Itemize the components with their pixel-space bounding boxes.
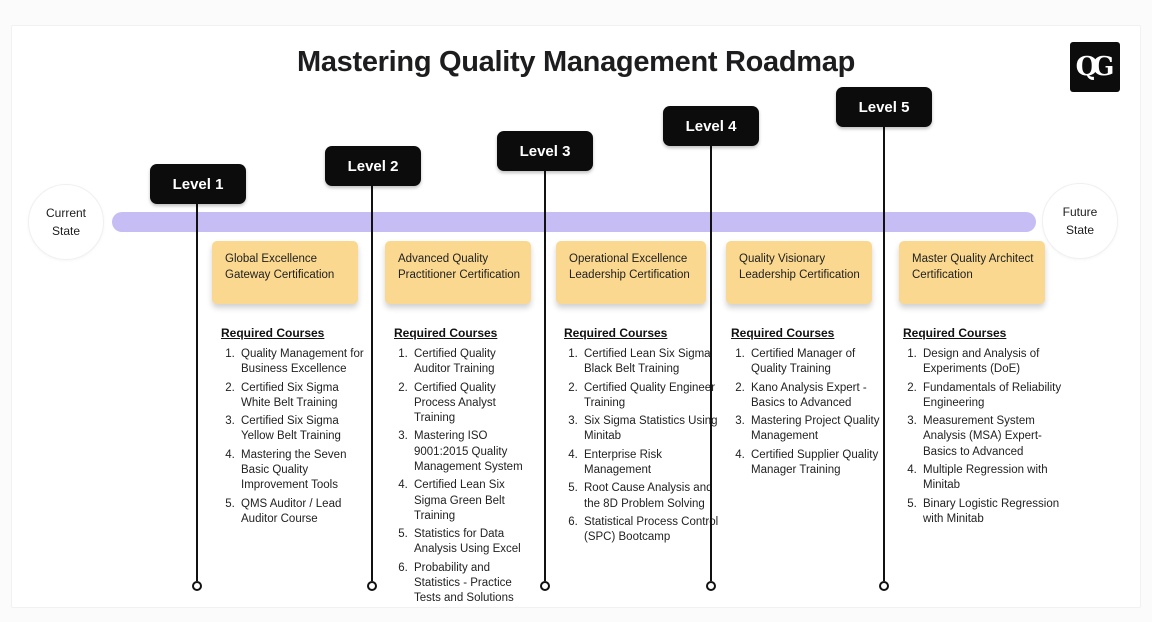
level-5-endcap-circle <box>879 581 889 591</box>
course-item: Certified Lean Six Sigma Green Belt Trai… <box>411 478 526 524</box>
course-item: Certified Six Sigma Yellow Belt Training <box>238 414 367 445</box>
qg-logo-text: QG <box>1075 52 1115 82</box>
level-4-required-courses-heading: Required Courses <box>731 326 835 340</box>
course-item: Mastering the Seven Basic Quality Improv… <box>238 448 367 494</box>
course-item: Six Sigma Statistics Using Minitab <box>581 414 730 445</box>
level-3-endcap-circle <box>540 581 550 591</box>
course-item: Certified Quality Engineer Training <box>581 381 730 412</box>
course-item: Certified Supplier Quality Manager Train… <box>748 448 889 479</box>
level-1-course-list: Quality Management for Business Excellen… <box>221 347 367 527</box>
level-3-badge: Level 3 <box>497 131 593 171</box>
level-5-certification-box: Master Quality Architect Certification <box>899 241 1045 304</box>
course-item: Certified Quality Process Analyst Traini… <box>411 381 526 427</box>
course-item: QMS Auditor / Lead Auditor Course <box>238 497 367 528</box>
course-item: Probability and Statistics - Practice Te… <box>411 561 526 607</box>
level-1-required-courses-heading: Required Courses <box>221 326 325 340</box>
level-3-certification-box: Operational Excellence Leadership Certif… <box>556 241 706 304</box>
level-5-course-list: Design and Analysis of Experiments (DoE)… <box>903 347 1065 527</box>
level-2-badge: Level 2 <box>325 146 421 186</box>
level-5-required-courses-heading: Required Courses <box>903 326 1007 340</box>
course-item: Binary Logistic Regression with Minitab <box>920 497 1065 528</box>
level-4-badge: Level 4 <box>663 106 759 146</box>
course-item: Root Cause Analysis and the 8D Problem S… <box>581 481 730 512</box>
level-2-course-list: Certified Quality Auditor Training Certi… <box>394 347 526 607</box>
level-4-certification-box: Quality Visionary Leadership Certificati… <box>726 241 872 304</box>
course-item: Enterprise Risk Management <box>581 448 730 479</box>
level-3-connector-line <box>544 171 546 581</box>
level-1-certification-box: Global Excellence Gateway Certification <box>212 241 358 304</box>
course-item: Certified Manager of Quality Training <box>748 347 889 378</box>
course-item: Certified Six Sigma White Belt Training <box>238 381 367 412</box>
course-item: Certified Lean Six Sigma Black Belt Trai… <box>581 347 730 378</box>
level-5-connector-line <box>883 127 885 581</box>
roadmap-card <box>11 25 1141 608</box>
page-title: Mastering Quality Management Roadmap <box>296 46 856 78</box>
course-item: Fundamentals of Reliability Engineering <box>920 381 1065 412</box>
course-item: Kano Analysis Expert - Basics to Advance… <box>748 381 889 412</box>
level-1-course-block: Required Courses Quality Management for … <box>221 326 367 530</box>
course-item: Statistical Process Control (SPC) Bootca… <box>581 515 730 546</box>
course-item: Multiple Regression with Minitab <box>920 463 1065 494</box>
course-item: Design and Analysis of Experiments (DoE) <box>920 347 1065 378</box>
level-1-badge: Level 1 <box>150 164 246 204</box>
level-3-course-block: Required Courses Certified Lean Six Sigm… <box>564 326 730 548</box>
course-item: Certified Quality Auditor Training <box>411 347 526 378</box>
level-3-course-list: Certified Lean Six Sigma Black Belt Trai… <box>564 347 730 545</box>
course-item: Statistics for Data Analysis Using Excel <box>411 527 526 558</box>
future-state-node: Future State <box>1042 183 1118 259</box>
qg-logo: QG <box>1070 42 1120 92</box>
level-4-endcap-circle <box>706 581 716 591</box>
level-5-badge: Level 5 <box>836 87 932 127</box>
course-item: Mastering Project Quality Management <box>748 414 889 445</box>
level-2-course-block: Required Courses Certified Quality Audit… <box>394 326 526 610</box>
timeline-bar <box>112 212 1036 232</box>
level-4-course-list: Certified Manager of Quality Training Ka… <box>731 347 889 478</box>
level-4-course-block: Required Courses Certified Manager of Qu… <box>731 326 889 481</box>
level-2-connector-line <box>371 186 373 581</box>
course-item: Mastering ISO 9001:2015 Quality Manageme… <box>411 429 526 475</box>
level-2-endcap-circle <box>367 581 377 591</box>
level-2-required-courses-heading: Required Courses <box>394 326 498 340</box>
level-3-required-courses-heading: Required Courses <box>564 326 668 340</box>
current-state-node: Current State <box>28 184 104 260</box>
level-4-connector-line <box>710 146 712 581</box>
course-item: Quality Management for Business Excellen… <box>238 347 367 378</box>
level-1-connector-line <box>196 204 198 581</box>
level-1-endcap-circle <box>192 581 202 591</box>
level-5-course-block: Required Courses Design and Analysis of … <box>903 326 1065 530</box>
level-2-certification-box: Advanced Quality Practitioner Certificat… <box>385 241 531 304</box>
course-item: Measurement System Analysis (MSA) Expert… <box>920 414 1065 460</box>
